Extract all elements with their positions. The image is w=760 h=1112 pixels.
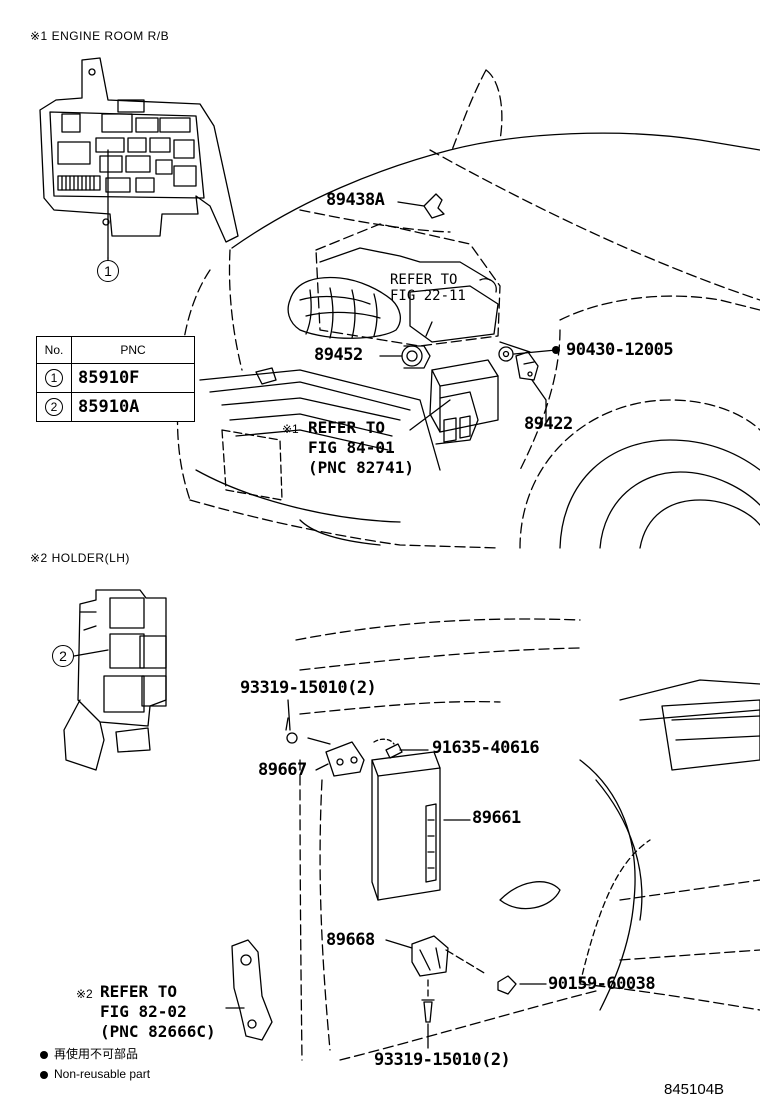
callout-1: 1: [97, 260, 119, 282]
pnc-row-no: 2: [45, 398, 63, 416]
ref-fig-22-11-line1[interactable]: REFER TO: [390, 272, 458, 288]
engine-room-header: ※1 ENGINE ROOM R/B: [30, 29, 170, 43]
legend-en: Non-reusable part: [40, 1068, 150, 1080]
pnc-row-no: 1: [45, 369, 63, 387]
pnc-table: No. PNC 1 85910F 2 85910A: [36, 336, 195, 422]
non-reusable-dot-icon: [40, 1070, 48, 1079]
vehicle-interior-dash: [285, 618, 760, 1061]
ref-fig-82-02-line1[interactable]: REFER TO: [100, 982, 178, 1001]
part-93319-15010-top[interactable]: 93319-15010(2): [240, 678, 377, 698]
vehicle-front-engine-bay: [176, 69, 760, 549]
pnc-row-value: 85910A: [71, 392, 195, 422]
callout-2-leader: [73, 649, 109, 657]
part-90430-12005[interactable]: 90430-12005: [552, 342, 674, 359]
pnc-table-header-no: No.: [36, 336, 72, 364]
ref-fig-84-01-line1[interactable]: REFER TO: [308, 418, 386, 437]
part-89667[interactable]: 89667: [258, 760, 307, 780]
table-row: 1 85910F: [36, 363, 195, 393]
leader-lines-top: [379, 201, 557, 431]
ref-fig-82-02-mark: ※2: [76, 987, 93, 1001]
ref-fig-84-01-line2[interactable]: FIG 84-01: [308, 438, 395, 457]
part-90159-60038[interactable]: 90159-60038: [548, 974, 656, 994]
engine-room-relay-block: [39, 57, 239, 259]
pnc-table-header-pnc: PNC: [71, 336, 195, 364]
part-89422[interactable]: 89422: [524, 414, 573, 434]
non-reusable-dot-icon: [40, 1050, 48, 1059]
ref-fig-82-02-line3[interactable]: (PNC 82666C): [100, 1022, 216, 1041]
legend-jp: 再使用不可部品: [40, 1048, 138, 1060]
callout-2: 2: [52, 645, 74, 667]
part-89452[interactable]: 89452: [314, 345, 363, 365]
part-89668[interactable]: 89668: [326, 930, 375, 950]
table-row: 2 85910A: [36, 392, 195, 422]
non-reusable-dot-icon: [552, 346, 560, 354]
ref-fig-22-11-line2[interactable]: FIG 22-11: [390, 288, 466, 304]
part-89661[interactable]: 89661: [472, 808, 521, 828]
pnc-row-value: 85910F: [71, 363, 195, 393]
part-91635-40616[interactable]: 91635-40616: [432, 738, 540, 758]
leader-lines-bottom: [287, 699, 651, 1049]
figure-id: 845104B: [664, 1081, 725, 1098]
ref-fig-84-01-mark: ※1: [282, 422, 299, 436]
ref-fig-84-01-line3[interactable]: (PNC 82741): [308, 458, 414, 477]
part-93319-15010-bottom[interactable]: 93319-15010(2): [374, 1050, 511, 1070]
holder-bracket-small: [225, 939, 273, 1041]
ref-fig-82-02-line2[interactable]: FIG 82-02: [100, 1002, 187, 1021]
holder-header: ※2 HOLDER(LH): [30, 551, 130, 565]
part-89438A[interactable]: 89438A: [326, 190, 385, 210]
holder-lh: [63, 589, 167, 771]
